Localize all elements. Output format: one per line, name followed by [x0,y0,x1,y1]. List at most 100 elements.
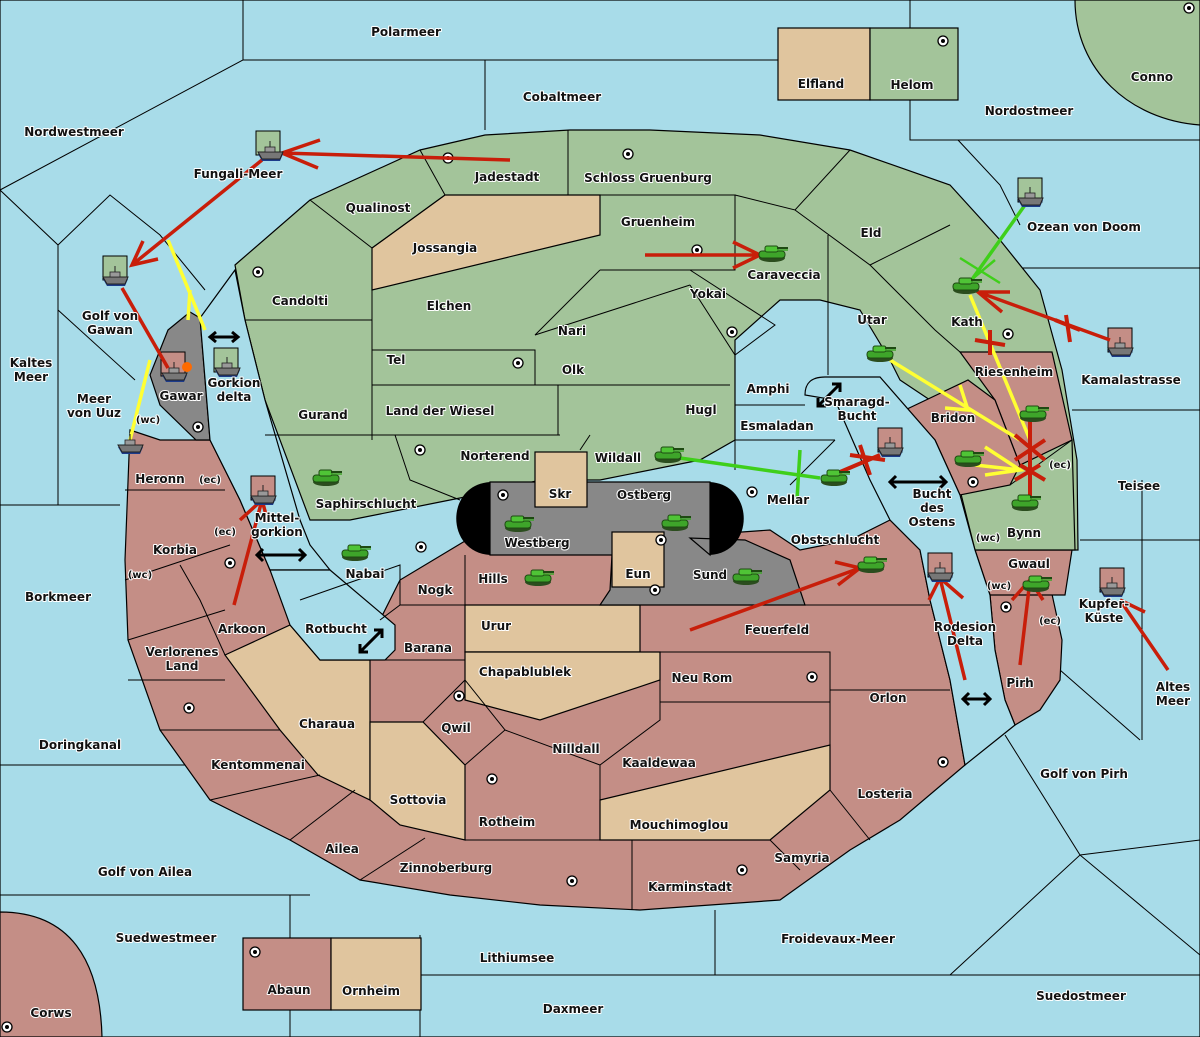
label-eld: Eld [861,226,882,240]
label-nabai: Nabai [346,567,385,581]
supply-center-bridon [967,476,979,488]
supply-center-tel [512,357,524,369]
label-kentommenai: Kentommenai [211,758,305,772]
label-coast-gwaul-wc: (wc) [987,581,1011,592]
label-nordwestmeer: Nordwestmeer [24,125,124,139]
label-bridon: Bridon [931,411,976,425]
supply-center-candolti [252,266,264,278]
label-coast-korbia-ec: (ec) [214,527,236,538]
label-rotheim: Rotheim [479,815,536,829]
label-doringkanal: Doringkanal [39,738,121,752]
supply-center-schloss-gruenburg [622,148,634,160]
supply-center-korbia [224,557,236,569]
label-hugl: Hugl [685,403,716,417]
label-orlon: Orlon [869,691,906,705]
label-qwil: Qwil [441,721,471,735]
label-teisee: Teisee [1118,479,1160,493]
label-norterend: Norterend [460,449,529,463]
orders [120,138,1170,681]
label-riesenheim: Riesenheim [975,365,1054,379]
label-schloss-gruenburg: Schloss Gruenburg [584,171,712,185]
label-kamalastrasse: Kamalastrasse [1081,373,1181,387]
label-polarmeer: Polarmeer [371,25,441,39]
dislodged-marker-icon [182,362,192,372]
supply-center-zinnoberburg [566,875,578,887]
supply-center-ostberg [655,534,667,546]
center-right-cap [710,482,744,555]
label-cobaltmeer: Cobaltmeer [523,90,601,104]
label-yokai: Yokai [689,287,726,301]
label-sottovia: Sottovia [390,793,447,807]
label-kath: Kath [951,315,983,329]
label-caraveccia: Caraveccia [747,268,820,282]
label-land-der-wiesel: Land der Wiesel [386,404,495,418]
label-coast-bynn-ec: (ec) [1049,460,1071,471]
label-nordostmeer: Nordostmeer [985,104,1074,118]
label-skr: Skr [549,487,572,501]
label-corws: Corws [30,1006,71,1020]
supply-center-yokai [726,326,738,338]
province-elfland[interactable] [777,27,871,101]
label-elfland: Elfland [798,77,844,91]
label-ozean-von-doom: Ozean von Doom [1027,220,1141,234]
label-golf-von-ailea: Golf von Ailea [98,865,192,879]
label-coast-gwaul-ec: (ec) [1039,616,1061,627]
label-gawar: Gawar [159,389,202,403]
label-coast-gawar-wc: (wc) [136,415,160,426]
label-pirh: Pirh [1006,676,1033,690]
label-nari: Nari [558,324,586,338]
label-samyria: Samyria [774,851,829,865]
province-eun[interactable] [611,531,665,588]
label-sund: Sund [693,568,727,582]
label-urur: Urur [481,619,511,633]
label-coast-heronn-ec: (ec) [199,475,221,486]
label-chapablublek: Chapablublek [479,665,572,679]
label-wildall: Wildall [595,451,641,465]
supply-center-qwil [453,690,465,702]
supply-center-kath [1002,328,1014,340]
canal-arrows [207,330,993,707]
province-rotbucht[interactable] [269,569,396,661]
supply-center-losteria [937,756,949,768]
label-nogk: Nogk [418,583,454,597]
label-losteria: Losteria [857,787,912,801]
province-ornheim[interactable] [330,937,422,1011]
province-chapablublek[interactable] [464,651,661,721]
label-bynn: Bynn [1007,526,1041,540]
label-mittel-gorkion: Mittel-gorkion [251,511,303,539]
label-conno: Conno [1131,70,1173,84]
supply-center-pirh [1000,601,1012,613]
province-labels: Polarmeer Cobaltmeer Nordwestmeer Nordos… [9,24,1191,1021]
province-conno[interactable] [1074,0,1200,126]
label-charaua: Charaua [299,717,355,731]
label-hills: Hills [478,572,508,586]
label-smaragd-bucht: Smaragd-Bucht [824,395,889,423]
label-amphi: Amphi [746,382,789,396]
label-fungali-meer: Fungali-Meer [194,167,283,181]
label-kaaldewaa: Kaaldewaa [622,756,696,770]
label-jadestadt: Jadestadt [474,170,540,184]
label-feuerfeld: Feuerfeld [745,623,810,637]
label-coast-bynn-wc: (wc) [976,533,1000,544]
center-left-cap [456,482,490,555]
label-rotbucht: Rotbucht [305,622,367,636]
label-candolti: Candolti [272,294,328,308]
label-froidevaux-meer: Froidevaux-Meer [781,932,895,946]
label-westberg: Westberg [504,536,569,550]
label-saphirschlucht: Saphirschlucht [316,497,417,511]
province-gorkion-delta[interactable] [199,268,332,571]
label-helom: Helom [890,78,933,92]
label-ostberg: Ostberg [617,488,671,502]
province-corws[interactable] [0,911,103,1037]
label-elchen: Elchen [427,299,472,313]
units [102,140,1134,598]
label-neu-rom: Neu Rom [672,671,733,685]
supply-center-westberg [497,489,509,501]
province-skr[interactable] [534,451,588,508]
